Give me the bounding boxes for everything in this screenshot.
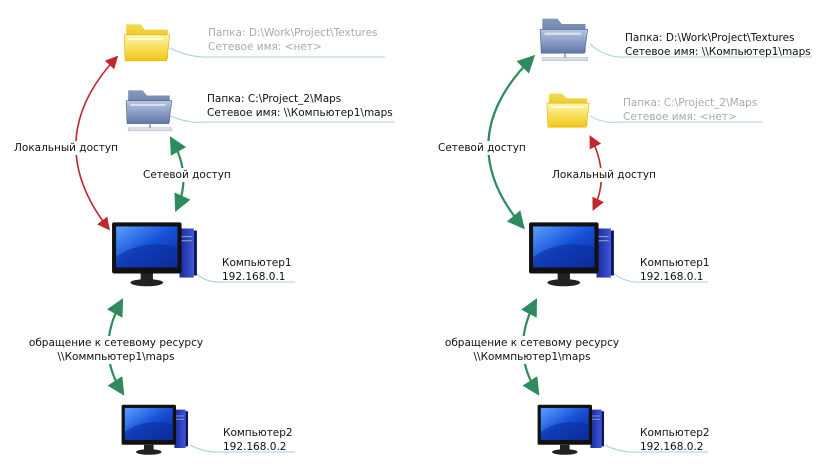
computer-name: Компьютер1	[640, 257, 710, 269]
leader-line	[169, 47, 385, 58]
computer-ip: 192.168.0.2	[640, 441, 704, 453]
folder-icon[interactable]	[545, 84, 593, 132]
folder-share-name: Сетевое имя: \\Компьютер1\maps	[207, 107, 393, 119]
computer-icon[interactable]	[120, 400, 192, 456]
folder-path: Папка: D:\Work\Project\Textures	[625, 32, 795, 44]
leader-line	[611, 271, 708, 283]
network-request-label: обращение к сетевому ресурсу \\Коммпьюте…	[20, 336, 212, 364]
leader-line	[604, 444, 708, 453]
shared-folder-icon[interactable]	[124, 82, 176, 134]
folder-icon[interactable]	[122, 14, 174, 66]
request-text: обращение к сетевому ресурсу	[444, 337, 620, 349]
computer-icon[interactable]	[527, 216, 619, 288]
request-text: обращение к сетевому ресурсу	[28, 337, 204, 349]
request-path: \\Коммпьютер1\maps	[473, 351, 591, 363]
folder-share-name: Сетевое имя: <нет>	[208, 41, 322, 53]
leader-line	[169, 115, 395, 123]
computer-icon[interactable]	[110, 216, 202, 288]
network-request-label: обращение к сетевому ресурсу \\Коммпьюте…	[436, 336, 628, 364]
computer-ip: 192.168.0.1	[640, 271, 704, 283]
computer-name: Компьютер1	[222, 257, 292, 269]
computer-ip: 192.168.0.2	[223, 441, 287, 453]
network-access-label: Сетевой доступ	[437, 141, 527, 155]
folder-path: Папка: D:\Work\Project\Textures	[208, 27, 378, 39]
leader-line	[589, 43, 812, 58]
shared-folder-icon[interactable]	[538, 10, 592, 64]
leader-line	[589, 115, 762, 123]
local-access-label: Локальный доступ	[13, 141, 119, 155]
computer-icon[interactable]	[536, 400, 608, 456]
leader-line	[189, 444, 295, 453]
folder-path: Папка: C:\Project_2\Maps	[623, 97, 758, 109]
computer-name: Компьютер2	[640, 427, 710, 439]
folder-share-name: Сетевое имя: <нет>	[623, 111, 737, 123]
folder-path: Папка: C:\Project_2\Maps	[207, 93, 342, 105]
computer-name: Компьютер2	[223, 427, 293, 439]
local-access-label: Локальный доступ	[551, 168, 657, 182]
request-path: \\Коммпьютер1\maps	[57, 351, 175, 363]
network-access-label: Сетевой доступ	[142, 168, 232, 182]
folder-share-name: Сетевое имя: \\Компьютер1\maps	[625, 46, 811, 58]
leader-line	[194, 271, 295, 283]
computer-ip: 192.168.0.1	[222, 271, 286, 283]
